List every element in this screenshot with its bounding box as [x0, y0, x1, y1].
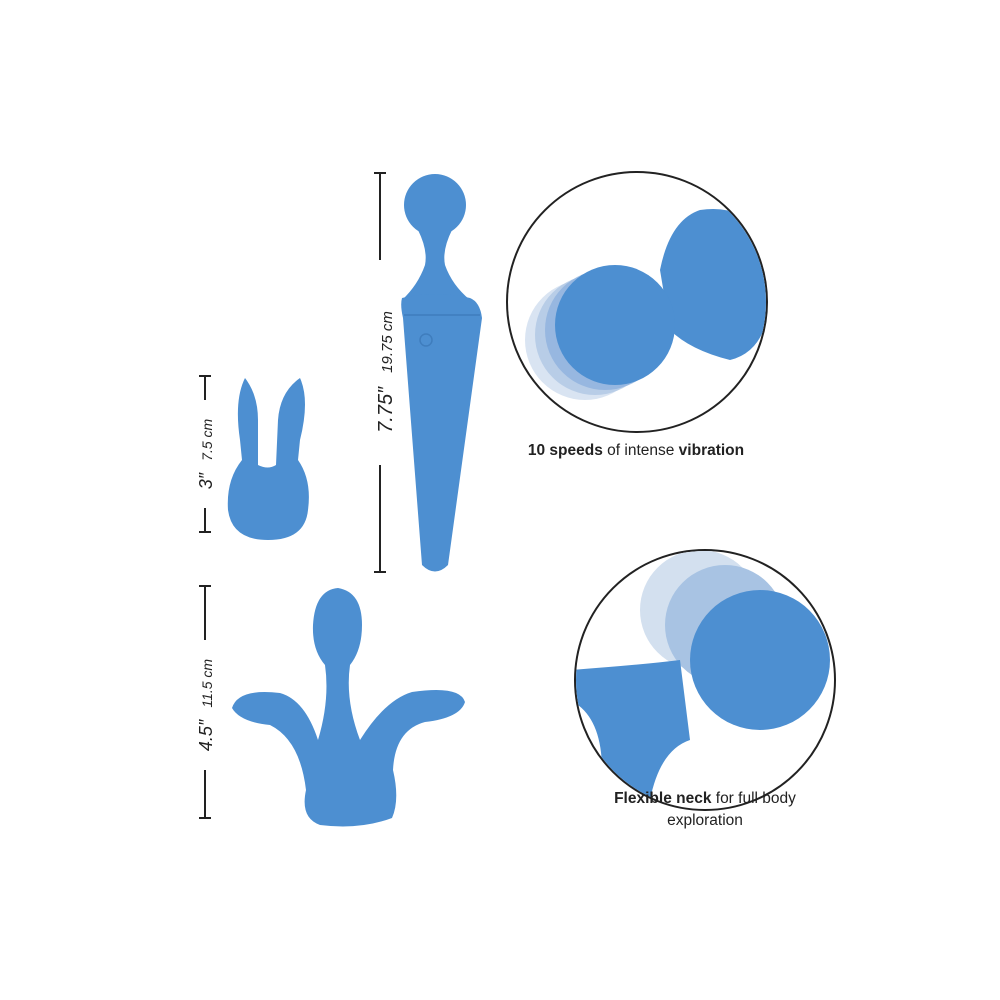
- vibration-caption: 10 speeds of intense vibration: [527, 442, 745, 459]
- rabbit-attachment: [227, 378, 309, 540]
- wand-dimension-line: [374, 172, 386, 573]
- rabbit-dimension-line: [199, 375, 211, 533]
- neck-caption: Flexible neck for full body exploration: [614, 790, 796, 829]
- tripod-dimension-line: [199, 585, 211, 819]
- rabbit-dimension-label: 3″7.5 cm: [196, 418, 216, 489]
- power-button-icon: [419, 333, 433, 347]
- wand-massager: [401, 174, 482, 572]
- flexible-neck-detail-circle: [574, 549, 836, 811]
- tripod-attachment: [232, 588, 465, 827]
- vibration-detail-circle: [506, 171, 768, 433]
- wand-dimension-label: 7.75″19.75 cm: [375, 311, 397, 433]
- tripod-dimension-label: 4.5″11.5 cm: [196, 659, 216, 752]
